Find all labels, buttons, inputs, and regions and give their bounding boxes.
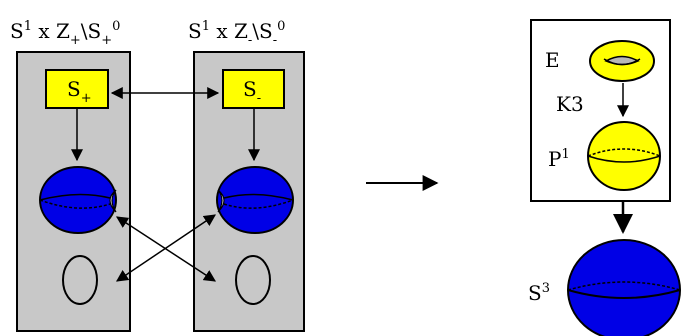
torus-hole-lip: [603, 58, 641, 66]
yellow-sphere-equator-back: [587, 148, 661, 157]
yellow-sphere-equator: [587, 155, 661, 163]
middle-sphere-equator: [223, 193, 294, 201]
middle-oval: [235, 255, 271, 305]
middle-sphere-equator-back: [223, 199, 294, 209]
middle-title: S1 x Z-\S-0: [188, 19, 285, 48]
left-sphere-equator-back: [39, 199, 111, 209]
blue-sphere: [567, 239, 681, 336]
left-sphere-equator: [39, 193, 111, 201]
fiber-label: E: [545, 48, 560, 72]
middle-blue-sphere: [216, 166, 294, 234]
left-blue-sphere: [39, 166, 117, 234]
k3-label: K3: [556, 92, 584, 116]
yellow-sphere: [587, 121, 661, 191]
sphere-label: S3: [528, 281, 550, 305]
base-label: P1: [548, 147, 570, 171]
left-oval: [62, 255, 98, 305]
blue-sphere-equator-back: [567, 281, 681, 291]
left-box-label: S+: [67, 77, 92, 106]
left-sphere-notch: [109, 189, 117, 213]
middle-sphere-notch: [217, 189, 225, 213]
cross-arrow-2: [116, 214, 216, 282]
middle-box-label: S-: [243, 77, 261, 106]
blue-sphere-equator: [567, 289, 681, 299]
left-title: S1 x Z+\S+0: [10, 19, 120, 48]
